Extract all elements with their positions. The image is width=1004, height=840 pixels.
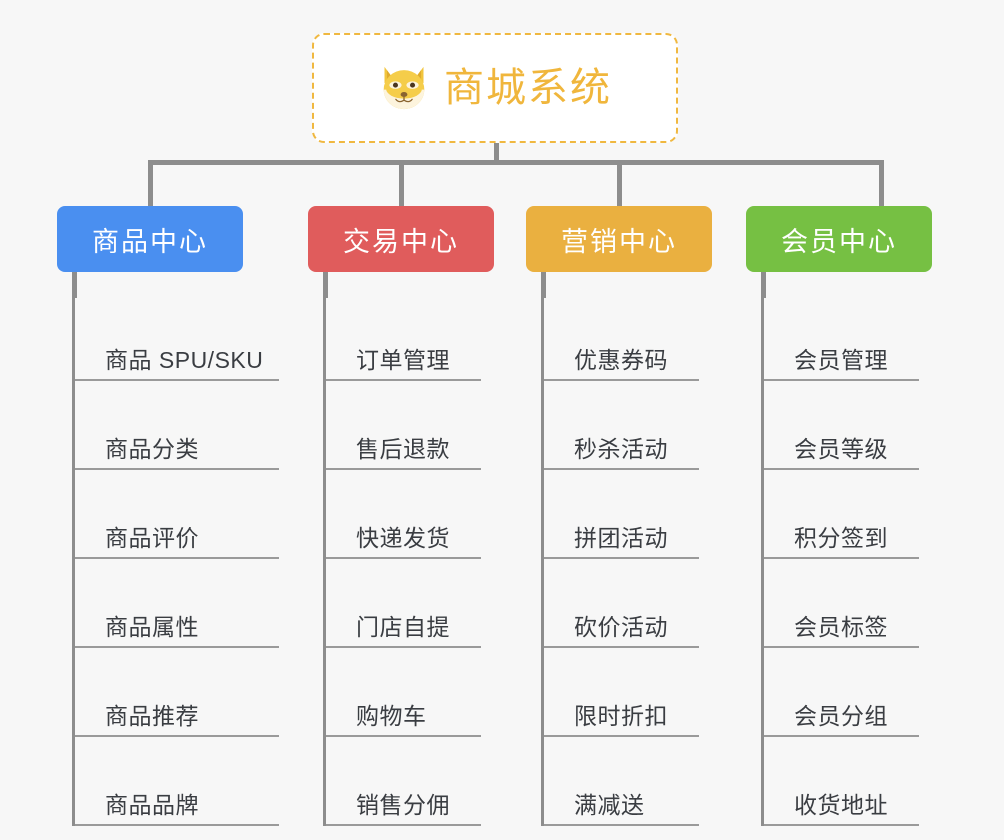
column-header-trade-center[interactable]: 交易中心 [308, 206, 494, 272]
list-item-label: 商品分类 [105, 436, 199, 462]
list-item[interactable]: 满减送 [544, 737, 699, 826]
list-item[interactable]: 商品品牌 [75, 737, 279, 826]
list-item[interactable]: 积分签到 [764, 470, 919, 559]
list-item-label: 购物车 [356, 703, 427, 729]
list-item[interactable]: 商品分类 [75, 381, 279, 470]
list-item-label: 商品品牌 [105, 792, 199, 818]
list-item[interactable]: 商品评价 [75, 470, 279, 559]
list-item-label: 砍价活动 [574, 614, 668, 640]
list-item[interactable]: 会员分组 [764, 648, 919, 737]
list-item[interactable]: 快递发货 [326, 470, 481, 559]
list-item[interactable]: 会员等级 [764, 381, 919, 470]
column-header-label: 交易中心 [343, 226, 459, 257]
column-header-marketing-center[interactable]: 营销中心 [526, 206, 712, 272]
column-tick-member-center [761, 272, 766, 298]
column-list-trade-center: 订单管理售后退款快递发货门店自提购物车销售分佣 [323, 292, 481, 826]
list-item[interactable]: 商品推荐 [75, 648, 279, 737]
list-item[interactable]: 限时折扣 [544, 648, 699, 737]
list-item-label: 限时折扣 [574, 703, 668, 729]
list-item-label: 收货地址 [794, 792, 888, 818]
connector-root-stem [494, 143, 499, 164]
connector-horizontal-bus [148, 160, 884, 165]
list-item[interactable]: 销售分佣 [326, 737, 481, 826]
column-list-member-center: 会员管理会员等级积分签到会员标签会员分组收货地址 [761, 292, 919, 826]
list-item-label: 商品属性 [105, 614, 199, 640]
column-tick-marketing-center [541, 272, 546, 298]
root-node-title: 商城系统 [444, 66, 612, 110]
column-product-center: 商品中心商品 SPU/SKU 商品分类商品评价商品属性商品推荐商品品牌 [57, 206, 279, 826]
list-item-label: 优惠券码 [574, 347, 668, 373]
column-marketing-center: 营销中心优惠券码秒杀活动拼团活动砍价活动限时折扣满减送 [526, 206, 712, 826]
list-item-label: 秒杀活动 [574, 436, 668, 462]
list-item[interactable]: 会员标签 [764, 559, 919, 648]
column-member-center: 会员中心会员管理会员等级积分签到会员标签会员分组收货地址 [746, 206, 932, 826]
list-item[interactable]: 商品 SPU/SKU [75, 292, 279, 381]
list-item-label: 积分签到 [794, 525, 888, 551]
column-tick-product-center [72, 272, 77, 298]
list-item[interactable]: 会员管理 [764, 292, 919, 381]
list-item[interactable]: 售后退款 [326, 381, 481, 470]
column-trade-center: 交易中心订单管理售后退款快递发货门店自提购物车销售分佣 [308, 206, 494, 826]
list-item[interactable]: 订单管理 [326, 292, 481, 381]
list-item-label: 门店自提 [356, 614, 450, 640]
column-header-product-center[interactable]: 商品中心 [57, 206, 243, 272]
root-node-mall-system[interactable]: 商城系统 [312, 33, 678, 143]
column-header-member-center[interactable]: 会员中心 [746, 206, 932, 272]
list-item[interactable]: 购物车 [326, 648, 481, 737]
column-header-label: 营销中心 [561, 226, 677, 257]
list-item-label: 商品推荐 [105, 703, 199, 729]
list-item-label: 快递发货 [356, 525, 450, 551]
column-list-marketing-center: 优惠券码秒杀活动拼团活动砍价活动限时折扣满减送 [541, 292, 699, 826]
connector-drop-3 [617, 160, 622, 208]
list-item[interactable]: 秒杀活动 [544, 381, 699, 470]
column-header-label: 商品中心 [92, 226, 208, 257]
connector-drop-1 [148, 160, 153, 208]
list-item[interactable]: 砍价活动 [544, 559, 699, 648]
list-item-label: 售后退款 [356, 436, 450, 462]
list-item-label: 会员标签 [794, 614, 888, 640]
list-item[interactable]: 门店自提 [326, 559, 481, 648]
column-list-product-center: 商品 SPU/SKU 商品分类商品评价商品属性商品推荐商品品牌 [72, 292, 279, 826]
list-item[interactable]: 拼团活动 [544, 470, 699, 559]
list-item[interactable]: 商品属性 [75, 559, 279, 648]
list-item[interactable]: 收货地址 [764, 737, 919, 826]
list-item-label: 满减送 [574, 792, 645, 818]
list-item-label: 会员管理 [794, 347, 888, 373]
list-item-label: 拼团活动 [574, 525, 668, 551]
list-item-label: 会员分组 [794, 703, 888, 729]
list-item-label: 订单管理 [356, 347, 450, 373]
list-item-label: 会员等级 [794, 436, 888, 462]
list-item-label: 商品 SPU/SKU [105, 347, 264, 373]
shiba-dog-face-icon [383, 66, 425, 110]
column-tick-trade-center [323, 272, 328, 298]
list-item-label: 销售分佣 [356, 792, 450, 818]
connector-drop-4 [879, 160, 884, 208]
column-header-label: 会员中心 [781, 226, 897, 257]
list-item-label: 商品评价 [105, 525, 199, 551]
connector-drop-2 [399, 160, 404, 208]
list-item[interactable]: 优惠券码 [544, 292, 699, 381]
